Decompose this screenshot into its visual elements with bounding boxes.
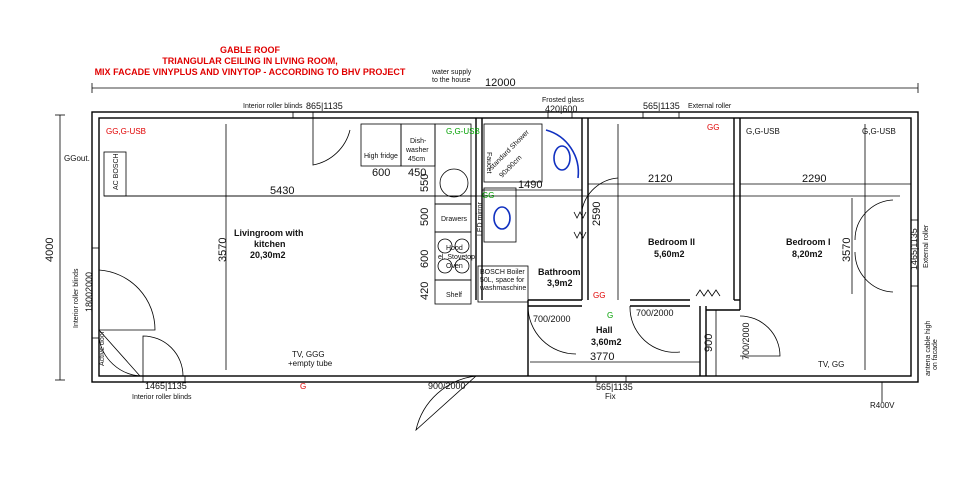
interior-blinds-bottom-label: Interior roller blinds	[132, 394, 192, 401]
boiler-label-2: 50L, space for	[480, 277, 525, 284]
living-room-label-2: kitchen	[254, 239, 286, 249]
bedroom2-label-1: Bedroom II	[648, 237, 695, 247]
dim-1800-label: 1800	[84, 292, 94, 312]
tv-gg-label: TV, GG	[818, 360, 844, 369]
roller-blinds-top-label: Interior roller blinds	[243, 103, 303, 110]
dim-2120-label: 2120	[648, 173, 672, 185]
dim-900-label: 900	[703, 334, 715, 352]
gg-usb-left-label: GG,G-USB	[106, 127, 146, 136]
hood-label-1: Hood	[446, 245, 463, 252]
active-door-label: Active door	[99, 330, 106, 366]
dishwasher-label-2: washer	[405, 147, 429, 154]
window-bottom-left-label: 1465|1135	[145, 381, 187, 391]
shelf-label: Shelf	[446, 292, 462, 299]
dim-5430-label: 5430	[270, 185, 294, 197]
door-entry-label: 900/2000	[428, 381, 466, 391]
window-right-label: 1465|1135	[909, 228, 919, 270]
window-top-left-label: 865|1135	[306, 101, 343, 111]
window-bed2-label: 565|1135	[643, 101, 680, 111]
hall-label-2: 3,60m2	[591, 337, 622, 347]
overall-dimensions: 12000 4000	[44, 77, 919, 381]
dishwasher-label-1: Dish-	[410, 138, 427, 145]
bathroom-label-1: Bathroom	[538, 267, 581, 277]
gg-usb-bed1-b-label: G,G-USB	[862, 127, 896, 136]
led-mirror-label: LED mirror	[477, 201, 484, 236]
g-green-hall-label: G	[607, 311, 613, 320]
gg-usb-kitchen-label: G,G-USB	[446, 127, 480, 136]
ac-bosch-label: AC BOSCH	[113, 153, 120, 190]
bathroom-fixtures	[477, 123, 580, 303]
boiler-label-1: BOSCH Boiler	[480, 269, 525, 276]
gg-red-bed2-low-label: GG	[593, 291, 605, 300]
dim-450-label: 450	[408, 167, 426, 179]
antenna-label-2: on facade	[932, 339, 939, 370]
r400v-label: R400V	[870, 401, 895, 410]
dishwasher-label-3: 45cm	[408, 156, 425, 163]
dim-3570-right-label: 3570	[841, 238, 853, 262]
roof-note: GABLE ROOF TRIANGULAR CEILING IN LIVING …	[0, 45, 500, 78]
dim-3770-label: 3770	[590, 351, 614, 363]
doors	[98, 118, 894, 432]
external-roller-top-label: External roller	[688, 103, 732, 110]
window-bottom-mid-label: 565|1135	[596, 382, 633, 392]
total-width-label: 4000	[44, 238, 56, 262]
dim-600b-label: 600	[419, 250, 431, 268]
external-roller-right-label: External roller	[923, 224, 930, 268]
gg-green-bath-label: GG	[482, 191, 494, 200]
bedroom2-label-2: 5,60m2	[654, 249, 685, 259]
windows	[91, 111, 919, 383]
note-facade: MIX FACADE VINYPLUS AND VINYTOP - ACCORD…	[94, 67, 406, 77]
high-fridge-label: High fridge	[364, 153, 398, 160]
water-supply-label-2: to the house	[432, 77, 471, 84]
dim-3570-left-label: 3570	[217, 238, 229, 262]
door-bath-label: 700/2000	[533, 314, 571, 324]
bedroom1-label-1: Bedroom I	[786, 237, 831, 247]
door-bed1-label: 700/2000	[741, 322, 751, 360]
gg-usb-bed1-a-label: G,G-USB	[746, 127, 780, 136]
living-room-label-3: 20,30m2	[250, 250, 286, 260]
dim-550-label: 550	[419, 174, 431, 192]
interior-blinds-left-label: Interior roller blinds	[73, 268, 80, 328]
window-bath-label: 420|600	[545, 104, 577, 114]
drawers-label: Drawers	[441, 216, 468, 223]
bedroom1-label-2: 8,20m2	[792, 249, 823, 259]
radiators	[573, 211, 721, 297]
boiler-label-3: washmaschine	[479, 285, 526, 292]
dim-2590-label: 2590	[591, 202, 603, 226]
tv-ggg-label-1: TV, GGG	[292, 350, 325, 359]
note-gable-roof: GABLE ROOF	[220, 45, 280, 55]
hall-label-1: Hall	[596, 325, 613, 335]
faucet-label: Faucet	[485, 152, 492, 173]
frosted-glass-label: Frosted glass	[542, 97, 585, 104]
dim-420-label: 420	[419, 282, 431, 300]
hood-label-3: Oven	[446, 263, 463, 270]
hood-label-2: el. Stovetop	[438, 254, 475, 261]
interior-walls	[475, 118, 741, 376]
dim-2290-label: 2290	[802, 173, 826, 185]
gg-out-label: GGout.	[64, 154, 90, 163]
tv-ggg-label-2: +empty tube	[288, 359, 333, 368]
interior-dimensions	[104, 124, 911, 376]
door-bed2-label: 700/2000	[636, 308, 674, 318]
living-room-label-1: Livingroom with	[234, 228, 304, 238]
dim-500-label: 500	[419, 208, 431, 226]
window-left-label: 2000	[84, 272, 94, 292]
antenna-label-1: antena cable high	[925, 321, 932, 376]
total-length-label: 12000	[485, 77, 516, 89]
dim-1490-label: 1490	[518, 179, 542, 191]
bathroom-label-2: 3,9m2	[547, 278, 573, 288]
g-red-bottom-label: G	[300, 382, 306, 391]
note-ceiling: TRIANGULAR CEILING IN LIVING ROOM,	[162, 56, 338, 66]
water-supply-label-1: water supply	[431, 69, 472, 76]
gg-red-bed2-label: GG	[707, 123, 719, 132]
dim-600-label: 600	[372, 167, 390, 179]
fix-label: Fix	[605, 392, 616, 401]
